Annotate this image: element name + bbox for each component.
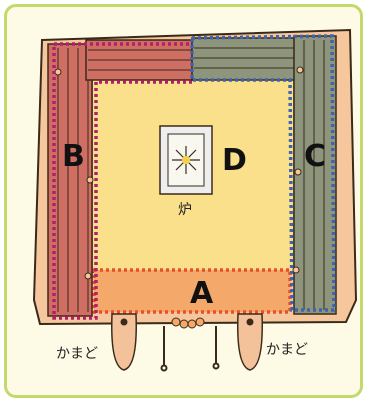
zone-d-label: D [222,143,247,178]
zone-a-label: A [190,276,214,311]
zone-b-label: B [62,139,85,174]
kamado-right [238,314,263,370]
zone-c-label: C [304,139,326,174]
kamado-left [112,314,137,370]
doorway-posts [162,326,219,371]
hearth [160,126,212,194]
hearth-label: 炉 [178,202,192,218]
kamado-right-label: かまど [266,342,308,358]
fire-icon [172,146,200,174]
kamado-left-label: かまど [56,346,98,362]
